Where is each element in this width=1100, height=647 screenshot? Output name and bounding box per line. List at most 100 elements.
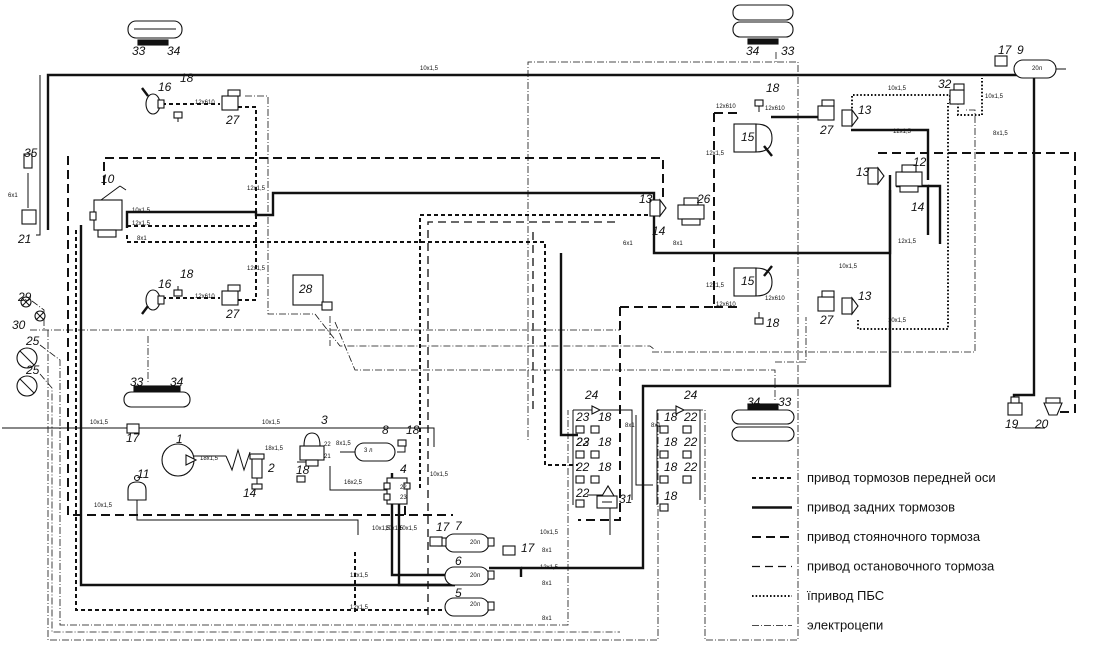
component-label-17b: 17 [126, 431, 141, 445]
pipe-label: 12x1,5 [893, 129, 912, 135]
component-label-2: 2 [267, 461, 275, 475]
device-label: 20л [470, 602, 481, 608]
component-label-17d: 17 [521, 541, 536, 555]
sensor-35 [23, 153, 33, 169]
device-label: 22 [400, 485, 407, 491]
component-label-18h: 18 [598, 435, 612, 449]
component-label-25b: 25 [25, 363, 40, 377]
component-label-18c: 18 [766, 81, 780, 95]
inline-filter-17 [126, 55, 1008, 556]
component-label-27c: 27 [819, 123, 835, 137]
component-label-32: 32 [938, 77, 952, 91]
pipe-label: 12x610 [195, 100, 215, 106]
receiver-20l-6 [444, 566, 495, 586]
legend-label-stop: привод остановочного тормоза [807, 559, 995, 574]
abs-modulator-27b [221, 284, 241, 306]
tire-front-left-bottom [123, 385, 191, 408]
receiver-3l [354, 442, 396, 462]
abs-modulator-27d [817, 290, 835, 312]
device-label: 23 [400, 495, 407, 501]
component-label-16b: 16 [158, 277, 172, 291]
legend-label-pbs: їпривод ПБС [806, 588, 884, 603]
component-label-22a: 22 [575, 435, 590, 449]
component-label-33a: 33 [132, 44, 146, 58]
warning-lamp-30 [34, 310, 46, 322]
pipe-label: 10x1,5 [372, 526, 391, 532]
front-brake-chamber-top [141, 87, 165, 115]
tire-rear-right-top [732, 4, 794, 45]
component-number-labels: 1234567891011121313131314141415151616171… [12, 43, 1049, 600]
component-label-24b: 24 [683, 388, 698, 402]
component-label-11: 11 [137, 467, 149, 481]
component-label-13c: 13 [639, 192, 653, 206]
device-label: 22 [324, 442, 331, 448]
pbs-valve [949, 83, 965, 105]
brake-valve [89, 185, 127, 238]
pipe-label: 6x1 [8, 193, 18, 199]
check-valve-13d [841, 296, 859, 316]
antifreeze-pump [127, 474, 147, 501]
lines-thin [2, 75, 1045, 535]
lines-front-brakes [75, 103, 650, 612]
component-label-18b: 18 [180, 267, 194, 281]
warning-lamp-29 [20, 296, 32, 308]
abs-modulator-27a [221, 89, 241, 111]
quad-protection-valve [383, 477, 411, 505]
component-label-13a: 13 [858, 103, 872, 117]
component-label-7: 7 [455, 519, 463, 533]
pipe-label: 6x1 [623, 241, 633, 247]
pressure-regulator [299, 432, 325, 467]
pipe-label: 12x1,5 [706, 283, 725, 289]
pipe-label: 16x2,5 [344, 480, 363, 486]
component-label-26: 26 [696, 192, 711, 206]
moisture-separator [225, 448, 265, 490]
pipe-label: 18x1,5 [200, 456, 219, 462]
component-label-18j: 18 [664, 410, 678, 424]
pressure-gauge-25b [16, 375, 38, 397]
component-label-8: 8 [382, 423, 389, 437]
component-label-22f: 22 [683, 460, 698, 474]
pipe-label: 12x1,5 [247, 186, 266, 192]
component-label-5: 5 [455, 586, 462, 600]
component-label-22e: 22 [683, 435, 698, 449]
device-label: 20л [470, 540, 481, 546]
lines-stop-brake [427, 221, 620, 615]
component-label-34d: 34 [747, 395, 761, 409]
pipe-label: 8x1,5 [336, 441, 351, 447]
lines-parking-brake [67, 112, 1076, 521]
device-label: 20л [1032, 66, 1043, 72]
component-label-34a: 34 [167, 44, 181, 58]
device-label: 21 [324, 454, 331, 460]
parking-valve-19 [1007, 396, 1023, 416]
component-label-10: 10 [101, 172, 115, 186]
component-label-13b: 13 [856, 165, 870, 179]
component-label-17a: 17 [998, 43, 1013, 57]
component-label-17c: 17 [436, 520, 451, 534]
spring-brake-chamber-top [733, 123, 773, 157]
pipe-label: 12x610 [765, 296, 785, 302]
component-label-23b: 23 [575, 435, 590, 449]
pipe-label: 10x1,5 [888, 318, 907, 324]
component-label-14b: 14 [652, 224, 666, 238]
pipe-label: 12x1,5 [350, 605, 369, 611]
component-label-13d: 13 [858, 289, 872, 303]
component-label-33d: 33 [778, 395, 792, 409]
abs-control-unit [292, 274, 333, 311]
component-label-18f: 18 [296, 463, 310, 477]
pressure-gauge-25a [16, 347, 38, 369]
component-label-3: 3 [321, 413, 328, 427]
component-label-33c: 33 [130, 375, 144, 389]
check-valve-13a [841, 108, 859, 128]
component-label-23a: 23 [575, 410, 590, 424]
component-label-18i: 18 [598, 460, 612, 474]
spring-brake-chamber-bottom [733, 265, 773, 297]
tire-front-left-top [127, 20, 183, 46]
component-label-16a: 16 [158, 80, 172, 94]
component-label-29: 29 [17, 290, 32, 304]
component-label-18m: 18 [664, 489, 678, 503]
component-label-22b: 22 [575, 460, 590, 474]
component-label-19: 19 [1005, 417, 1019, 431]
check-valve-13c [649, 198, 667, 218]
